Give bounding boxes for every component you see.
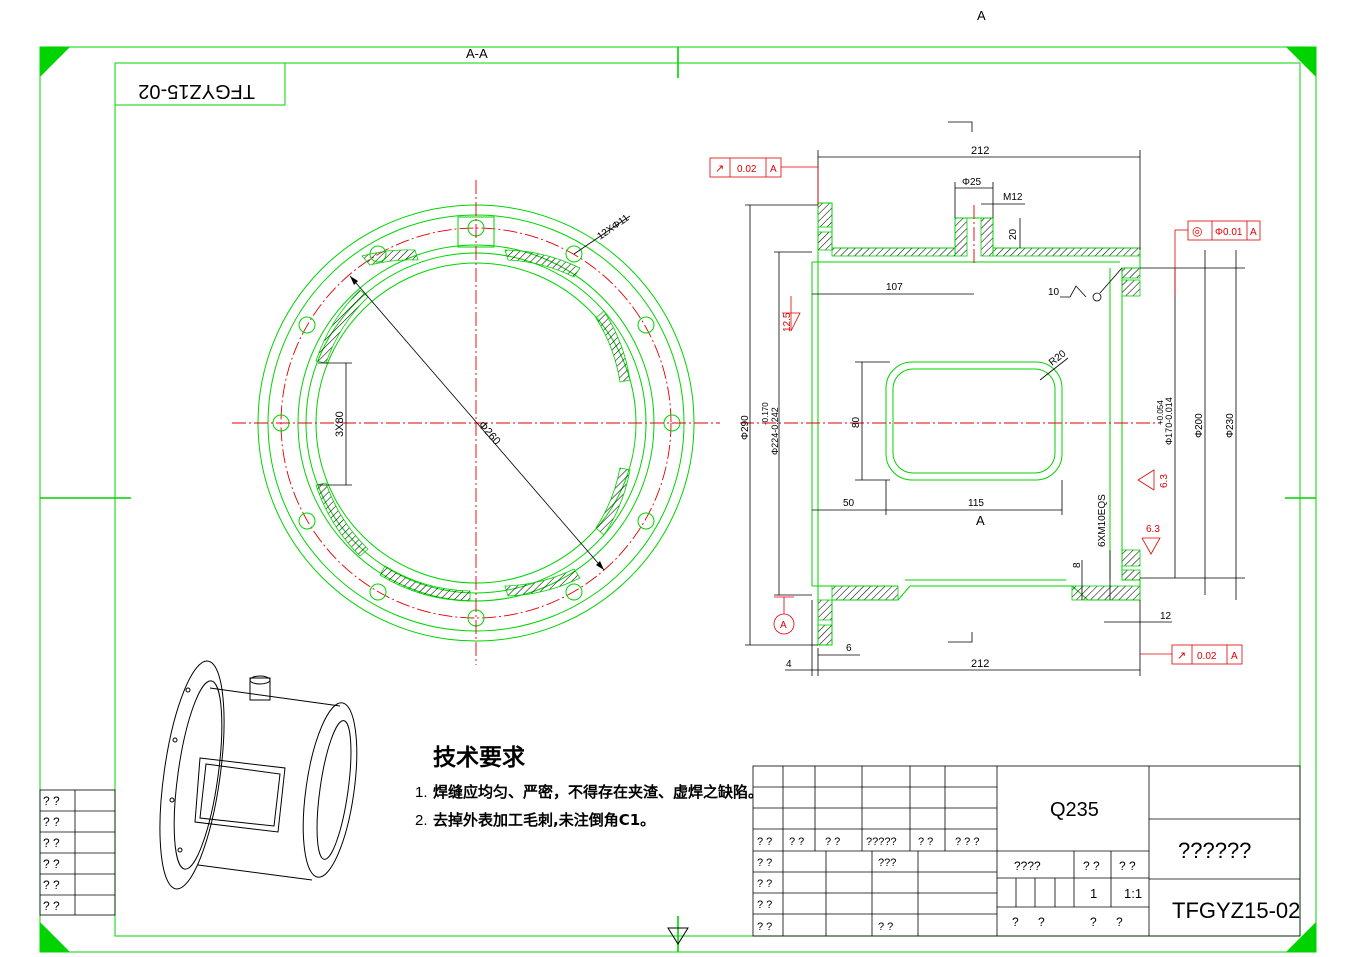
weld-10: 10: [1048, 287, 1060, 298]
bottom-cell: ?: [1038, 915, 1045, 929]
tech-item-1-num: 1.: [415, 784, 428, 801]
gdt-symbol: ◎: [1192, 224, 1202, 238]
dim-phi224: Φ224-0.242: [770, 407, 780, 455]
left-row: ? ?: [43, 857, 60, 871]
mirrored-code-box: TFGYZ15-02: [114, 62, 286, 106]
left-row: ? ?: [43, 794, 60, 808]
left-row: ? ?: [43, 815, 60, 829]
tech-title: 技术要求: [433, 745, 525, 771]
header-cell: ? ?: [918, 836, 933, 848]
part-name: ??????: [1178, 838, 1251, 863]
mirrored-code: TFGYZ15-02: [138, 80, 255, 102]
sign-row: ? ?: [757, 857, 772, 869]
tech-item-2-text: 去掉外表加工毛刺,未注倒角C1。: [433, 811, 655, 829]
dim-8: 8: [1072, 562, 1083, 568]
roughness-6-3-b: 6.3: [1146, 524, 1160, 535]
left-row: ? ?: [43, 878, 60, 892]
dim-12: 12: [1160, 611, 1172, 622]
section-aa-label: A-A: [466, 46, 488, 61]
isometric-view: [159, 660, 358, 890]
stage-header: ? ?: [1083, 859, 1100, 873]
gdt-frame-bottom-right: ↗ 0.02 A: [1140, 644, 1243, 665]
dim-r20: R20: [1047, 348, 1069, 368]
tech-item-2-num: 2.: [415, 812, 428, 829]
header-cell: ? ?: [757, 836, 772, 848]
tech-item-1-text: 焊缝应均匀、严密，不得存在夹渣、虚焊之缺陷。: [433, 783, 763, 801]
header-cell: ? ?: [789, 836, 804, 848]
bottom-cell: ?: [1012, 915, 1019, 929]
dim-m12: M12: [1003, 192, 1023, 203]
gdt-symbol: ↗: [1177, 650, 1186, 662]
dim-phi230: Φ230: [1225, 413, 1236, 438]
left-side-table: ? ? ? ? ? ? ? ? ? ? ? ?: [39, 789, 116, 916]
front-view: Φ260 3X80 12XΦ11: [232, 180, 720, 665]
stage-header: ? ?: [1119, 859, 1136, 873]
left-row: ? ?: [43, 899, 60, 913]
tech-requirements: 技术要求 1. 焊缝应均匀、严密，不得存在夹渣、虚焊之缺陷。 2. 去掉外表加工…: [415, 745, 763, 829]
gdt-value: 0.02: [737, 164, 757, 175]
header-cell: ?????: [866, 836, 897, 848]
gdt-datum: A: [1250, 227, 1257, 238]
sign-row: ? ?: [757, 878, 772, 890]
bottom-cell: ?: [1090, 915, 1097, 929]
dim-phi200: Φ200: [1194, 413, 1205, 438]
sign-row-4-mid: ? ?: [878, 921, 893, 933]
dim-phi170-tol: +0.054: [1156, 400, 1165, 425]
roughness-12-5: 12.5: [782, 312, 793, 332]
dim-4: 4: [786, 659, 792, 670]
view-a-label: A: [977, 8, 986, 23]
header-cell: ? ? ?: [955, 836, 979, 848]
dim-107: 107: [886, 282, 903, 293]
header-cell: ? ?: [825, 836, 840, 848]
scale: 1:1: [1124, 886, 1142, 901]
gdt-frame-top-left: ↗ 0.02 A: [709, 157, 819, 205]
drawing-number: TFGYZ15-02: [1172, 898, 1300, 923]
left-row: ? ?: [43, 836, 60, 850]
sign-row: ? ?: [757, 921, 772, 933]
dim-phi224-tol: -0.170: [761, 402, 770, 425]
bottom-cell: ?: [1116, 915, 1123, 929]
gdt-value: 0.02: [1197, 651, 1217, 662]
stage-header: ????: [1014, 859, 1041, 873]
dim-phi25: Φ25: [962, 177, 982, 188]
gdt-frame-concentricity: ◎ Φ0.01 A: [1174, 220, 1261, 295]
thread-label: 6XM10EQS: [1097, 494, 1108, 547]
roughness-6-3-a: 6.3: [1159, 474, 1170, 488]
section-view: 212 Φ25 M12 20 107 10 R20 80 50 115 A Φ2…: [709, 121, 1261, 676]
drawing-frame: [39, 46, 1317, 953]
quantity: 1: [1090, 886, 1097, 901]
dim-115: 115: [968, 498, 984, 509]
slots-label: 3X80: [334, 411, 346, 437]
title-block: Q235 ?????? TFGYZ15-02 ? ? ? ? ? ? ?????…: [752, 765, 1301, 937]
dim-20: 20: [1008, 228, 1019, 240]
dim-212-bottom: 212: [971, 658, 989, 670]
dim-50: 50: [843, 498, 855, 509]
section-view-a: A: [976, 513, 985, 528]
gdt-symbol: ↗: [715, 163, 724, 175]
sign-row-1-mid: ???: [878, 857, 896, 869]
dim-phi290: Φ290: [740, 415, 751, 440]
dim-80: 80: [851, 416, 862, 428]
dim-phi170: Φ170-0.014: [1164, 397, 1174, 445]
gdt-datum: A: [1231, 651, 1238, 662]
material: Q235: [1050, 799, 1099, 821]
holes-label: 12XΦ11: [595, 212, 631, 242]
gdt-datum: A: [770, 164, 777, 175]
sign-row: ? ?: [757, 899, 772, 911]
gdt-value: Φ0.01: [1215, 227, 1243, 238]
dim-212-top: 212: [971, 145, 989, 157]
datum-a: A: [780, 620, 787, 631]
dim-6: 6: [846, 643, 852, 654]
